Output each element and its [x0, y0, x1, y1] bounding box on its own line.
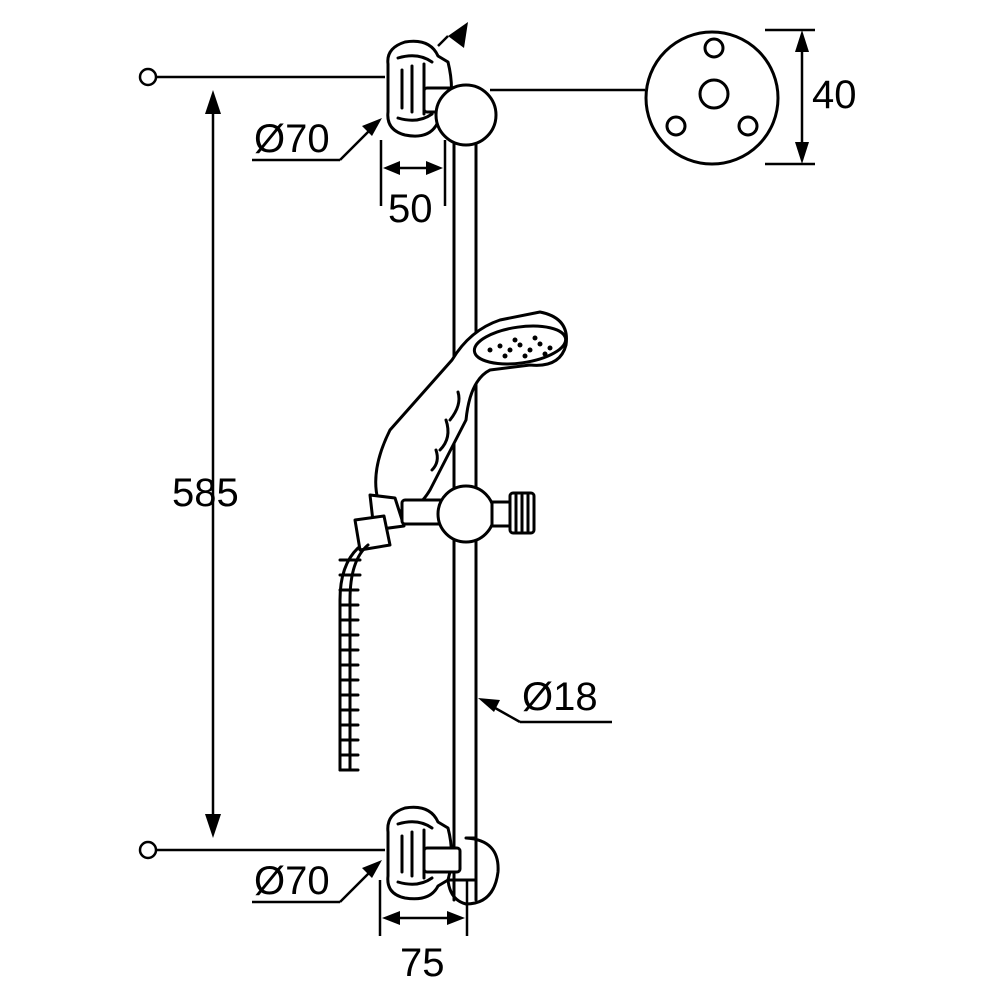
wall-offset-label: 50 — [388, 187, 433, 231]
bar-diameter-label: Ø18 — [522, 675, 598, 719]
rosette-bottom-leader — [252, 860, 382, 904]
bar-length-label: 585 — [172, 471, 239, 515]
wall-reference-lines — [138, 67, 645, 860]
top-wall-bracket — [386, 22, 498, 147]
bar-length-dimension — [205, 90, 221, 838]
spiral-hose — [338, 543, 370, 772]
spray-nozzles — [487, 335, 553, 359]
bottom-offset-dimension — [378, 880, 469, 936]
shower-holder-slider — [400, 484, 536, 544]
rosette-diameter-top-label: Ø70 — [254, 117, 330, 161]
flange-height-dimension — [765, 28, 815, 166]
rosette-diameter-bottom-label: Ø70 — [254, 859, 330, 903]
flange-diameter-label: 40 — [812, 73, 857, 117]
bottom-offset-label: 75 — [400, 941, 445, 985]
hand-shower — [353, 310, 568, 552]
rosette-top-leader — [252, 118, 382, 162]
bar-diameter-leader — [478, 698, 612, 724]
wall-offset-dimension — [379, 140, 447, 206]
bottom-wall-bracket — [386, 805, 500, 906]
wall-flange-view — [644, 30, 780, 166]
